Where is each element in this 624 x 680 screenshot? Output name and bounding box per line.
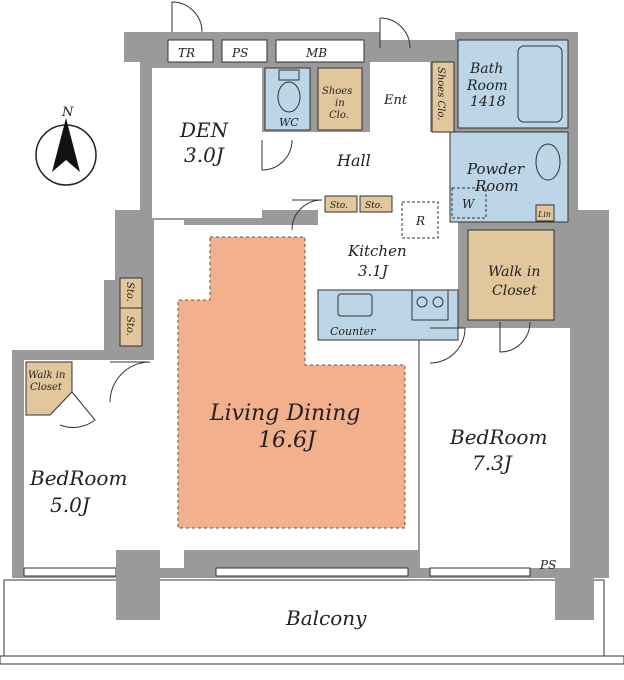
window-left-bedroom: [23, 567, 117, 577]
hall-sto-1: [324, 195, 358, 213]
bath-room: [457, 39, 569, 129]
door-entrance: [379, 17, 411, 49]
balcony-rail: [0, 655, 624, 665]
ent-label: Ent: [383, 93, 408, 108]
powder-label-2: Room: [474, 177, 519, 195]
toilet-bowl: [277, 81, 301, 113]
balcony-label: Balcony: [285, 606, 367, 630]
window-right-bedroom: [429, 567, 531, 577]
ps-top-label: PS: [231, 46, 248, 60]
compass-label: N: [61, 105, 74, 120]
wc-label: WC: [279, 116, 299, 129]
hall-sto-1-label: Sto.: [330, 201, 348, 211]
storage-areas: [25, 61, 555, 416]
tr-space: [167, 39, 214, 63]
compass-arrow-icon: [52, 118, 80, 172]
washer-box: [451, 187, 487, 219]
tr-label: TR: [178, 46, 195, 60]
burner-2: [432, 296, 444, 308]
door-bedroom-left: [109, 361, 151, 403]
windows: [23, 567, 531, 577]
ps-space: [221, 39, 268, 63]
shoes-closet-vertical: [431, 61, 455, 133]
hall-label: Hall: [336, 151, 371, 170]
ps-bottom-label: PS: [539, 558, 556, 572]
powder-sink: [535, 143, 561, 181]
den-floor: [152, 68, 262, 218]
shoes-clo-vertical-label: Shoes Clo.: [435, 67, 446, 120]
hall-sto-2-label: Sto.: [365, 201, 383, 211]
wc-room: [264, 67, 311, 131]
powder-label-1: Powder: [466, 160, 525, 178]
walkin-right-label-1: Walk in: [488, 264, 540, 280]
room-labels: TR PS MB WC Shoes in Clo. Ent Shoes Clo.…: [28, 46, 556, 630]
shoes-in-clo-1: Shoes: [322, 86, 352, 97]
balcony-floor: [3, 579, 605, 657]
kitchen-sink: [337, 293, 373, 317]
balcony: [0, 550, 624, 665]
bath-label-2: Room: [466, 78, 508, 94]
door-walkin-left: [59, 391, 96, 428]
door-hall: [291, 199, 323, 231]
bath-label-1: Bath: [469, 61, 503, 77]
shoes-in-clo-3: Clo.: [329, 110, 349, 121]
left-sto-2-label: Sto.: [124, 316, 135, 336]
mb-label: MB: [305, 46, 327, 60]
door-swings: [59, 1, 531, 428]
left-sto-2: [119, 307, 143, 347]
counter-label: Counter: [330, 325, 376, 338]
washer-label: W: [462, 197, 476, 211]
walkin-left-label-2: Closet: [30, 382, 63, 393]
wc-tank: [278, 69, 300, 81]
door-top-left: [171, 1, 203, 33]
living-dining-area: [177, 236, 406, 529]
den-label-1: DEN: [179, 118, 230, 142]
living-label-2: 16.6J: [258, 428, 317, 453]
door-bedroom-right: [429, 327, 466, 364]
left-sto-1-label: Sto.: [124, 282, 135, 302]
shoes-in-clo-2: in: [335, 98, 345, 109]
walkin-closet-right: [467, 229, 555, 321]
walkin-left-label-1: Walk in: [28, 370, 65, 381]
living-label-1: Living Dining: [209, 401, 361, 426]
hall-sto-2: [359, 195, 393, 213]
fixtures: [277, 69, 561, 321]
mb-space: [275, 39, 365, 63]
balcony-column-left: [116, 550, 160, 620]
right-bedroom-floor: [420, 328, 570, 568]
bedroom-left-label-1: BedRoom: [29, 466, 127, 490]
shoes-in-closet: [317, 67, 363, 131]
fridge-label: R: [415, 214, 425, 228]
bathtub: [517, 45, 563, 123]
bedroom-right-label-2: 7.3J: [472, 451, 513, 475]
kitchen-stove: [411, 289, 449, 321]
bedroom-right-label-1: BedRoom: [449, 425, 547, 449]
linen-label: Lin: [537, 210, 551, 219]
kitchen-label-2: 3.1J: [358, 262, 389, 280]
walkin-right-label-2: Closet: [492, 283, 537, 299]
bath-label-3: 1418: [470, 94, 506, 110]
compass: N: [35, 105, 97, 186]
walkin-closet-left: [25, 361, 73, 416]
top-utilities: [167, 39, 365, 63]
door-den: [261, 139, 293, 171]
window-living: [215, 567, 409, 577]
fridge-box: [401, 201, 439, 239]
entry-floor: [370, 62, 430, 134]
linen-storage: [535, 204, 555, 222]
den-label-2: 3.0J: [184, 143, 225, 167]
wet-areas: [264, 39, 569, 341]
bedroom-left-label-2: 5.0J: [50, 493, 91, 517]
balcony-column-right: [555, 578, 594, 620]
door-walkin-right: [499, 321, 531, 353]
burner-1: [416, 296, 428, 308]
kitchen-label-1: Kitchen: [347, 242, 407, 260]
